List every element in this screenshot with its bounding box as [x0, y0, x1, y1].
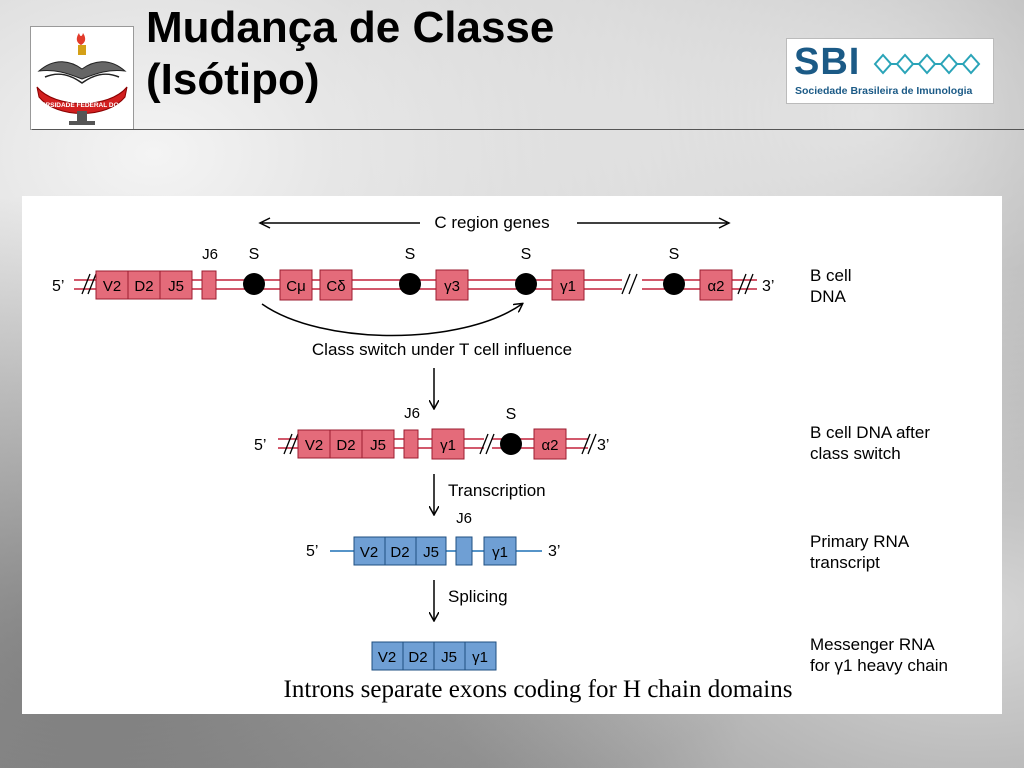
j6-exon	[403, 429, 419, 459]
class-switch-arrow	[261, 304, 522, 337]
slide-title-line1: Mudança de Classe	[146, 3, 555, 52]
cdelta-label: Cδ	[326, 278, 345, 295]
alpha2-exon	[533, 428, 567, 460]
j6-label: J6	[456, 510, 472, 527]
five-prime-label: 5’	[306, 543, 318, 560]
segment-d2: D2	[408, 649, 427, 666]
row3-label-line1: Primary RNA	[810, 532, 910, 551]
c-region-header: C region genes	[258, 213, 731, 232]
segment-d2: D2	[390, 544, 409, 561]
alpha2-exon	[699, 269, 733, 301]
switch-region	[663, 273, 685, 295]
row-bcell-dna: 5’ 3’ V2 D2 J5 J6 S Cμ Cδ S γ3 S γ1	[52, 246, 852, 306]
row1-label-line2: DNA	[810, 287, 847, 306]
sbi-chain-icon	[873, 53, 981, 75]
switch-label: S	[521, 246, 532, 263]
j6-label: J6	[202, 246, 218, 263]
gamma1-label: γ1	[492, 544, 508, 561]
segment-j5: J5	[370, 437, 386, 454]
diagram-caption: Introns separate exons coding for H chai…	[284, 676, 793, 703]
segment-j5: J5	[441, 649, 457, 666]
row-primary-rna: 5’ 3’ V2 D2 J5 J6 γ1 Primary RNA transcr…	[306, 510, 910, 572]
alpha2-label: α2	[707, 278, 724, 295]
row2-label-line1: B cell DNA after	[810, 423, 930, 442]
gamma1-exon	[483, 536, 517, 566]
three-prime-label: 3’	[548, 543, 560, 560]
cmu-label: Cμ	[286, 278, 305, 295]
row-bcell-dna-after-switch: 5’ 3’ V2 D2 J5 J6 γ1 S α2 B cell DNA aft…	[254, 405, 930, 463]
segment-v2: V2	[305, 437, 323, 454]
switch-label: S	[405, 246, 416, 263]
svg-text:UNIVERSIDADE FEDERAL DO PARÁ: UNIVERSIDADE FEDERAL DO PARÁ	[31, 100, 133, 109]
sbi-subtitle: Sociedade Brasileira de Imunologia	[795, 85, 973, 97]
three-prime-label: 3’	[762, 278, 774, 295]
splicing-label: Splicing	[448, 587, 508, 606]
row3-label-line2: transcript	[810, 553, 880, 572]
segment-d2: D2	[336, 437, 355, 454]
switch-region	[500, 433, 522, 455]
switch-region	[399, 273, 421, 295]
gamma3-label: γ3	[444, 278, 460, 295]
j6-label: J6	[404, 405, 420, 422]
cdelta-exon	[319, 269, 353, 301]
ufpa-crest-icon: UNIVERSIDADE FEDERAL DO PARÁ	[26, 33, 139, 125]
title-divider	[32, 129, 1024, 130]
row-messenger-rna: V2 D2 J5 γ1 Messenger RNA for γ1 heavy c…	[371, 635, 948, 675]
j6-exon	[455, 536, 473, 566]
slide-title-line2: (Isótipo)	[146, 55, 320, 104]
gamma3-exon	[435, 269, 469, 301]
gamma1-label: γ1	[560, 278, 576, 295]
row4-label-line2: for γ1 heavy chain	[810, 656, 948, 675]
switch-region	[515, 273, 537, 295]
segment-v2: V2	[103, 278, 121, 295]
vdj-exon	[297, 429, 395, 459]
j6-exon	[201, 270, 217, 300]
sbi-brand: SBI	[794, 41, 861, 83]
gamma1-exon	[431, 428, 465, 460]
sbi-logo: SBI Sociedade Brasileira de Imunologia	[786, 38, 994, 104]
row1-label-line1: B cell	[810, 266, 852, 285]
diagram-panel: C region genes 5’ 3’ V2 D2 J5	[22, 196, 1002, 714]
alpha2-label: α2	[541, 437, 558, 454]
vdj-exon	[95, 270, 193, 300]
cmu-exon	[279, 269, 313, 301]
switch-region	[243, 273, 265, 295]
five-prime-label: 5’	[52, 278, 64, 295]
gamma1-exon	[551, 269, 585, 301]
three-prime-label: 3’	[597, 437, 609, 454]
segment-j5: J5	[168, 278, 184, 295]
segment-v2: V2	[378, 649, 396, 666]
slide-title: Mudança de Classe (Isótipo)	[146, 2, 554, 106]
segment-v2: V2	[360, 544, 378, 561]
five-prime-label: 5’	[254, 437, 266, 454]
switch-label: S	[506, 406, 517, 423]
gamma1-label: γ1	[440, 437, 456, 454]
gamma1-label: γ1	[472, 649, 488, 666]
ufpa-logo: UNIVERSIDADE FEDERAL DO PARÁ	[26, 26, 139, 130]
segment-j5: J5	[423, 544, 439, 561]
class-switch-label: Class switch under T cell influence	[312, 340, 572, 359]
row4-label-line1: Messenger RNA	[810, 635, 935, 654]
segment-d2: D2	[134, 278, 153, 295]
vdj-exon	[353, 536, 447, 566]
switch-label: S	[249, 246, 260, 263]
switch-label: S	[669, 246, 680, 263]
c-region-label: C region genes	[434, 213, 549, 232]
class-switch-diagram: C region genes 5’ 3’ V2 D2 J5	[52, 213, 948, 703]
row2-label-line2: class switch	[810, 444, 901, 463]
transcription-label: Transcription	[448, 481, 546, 500]
